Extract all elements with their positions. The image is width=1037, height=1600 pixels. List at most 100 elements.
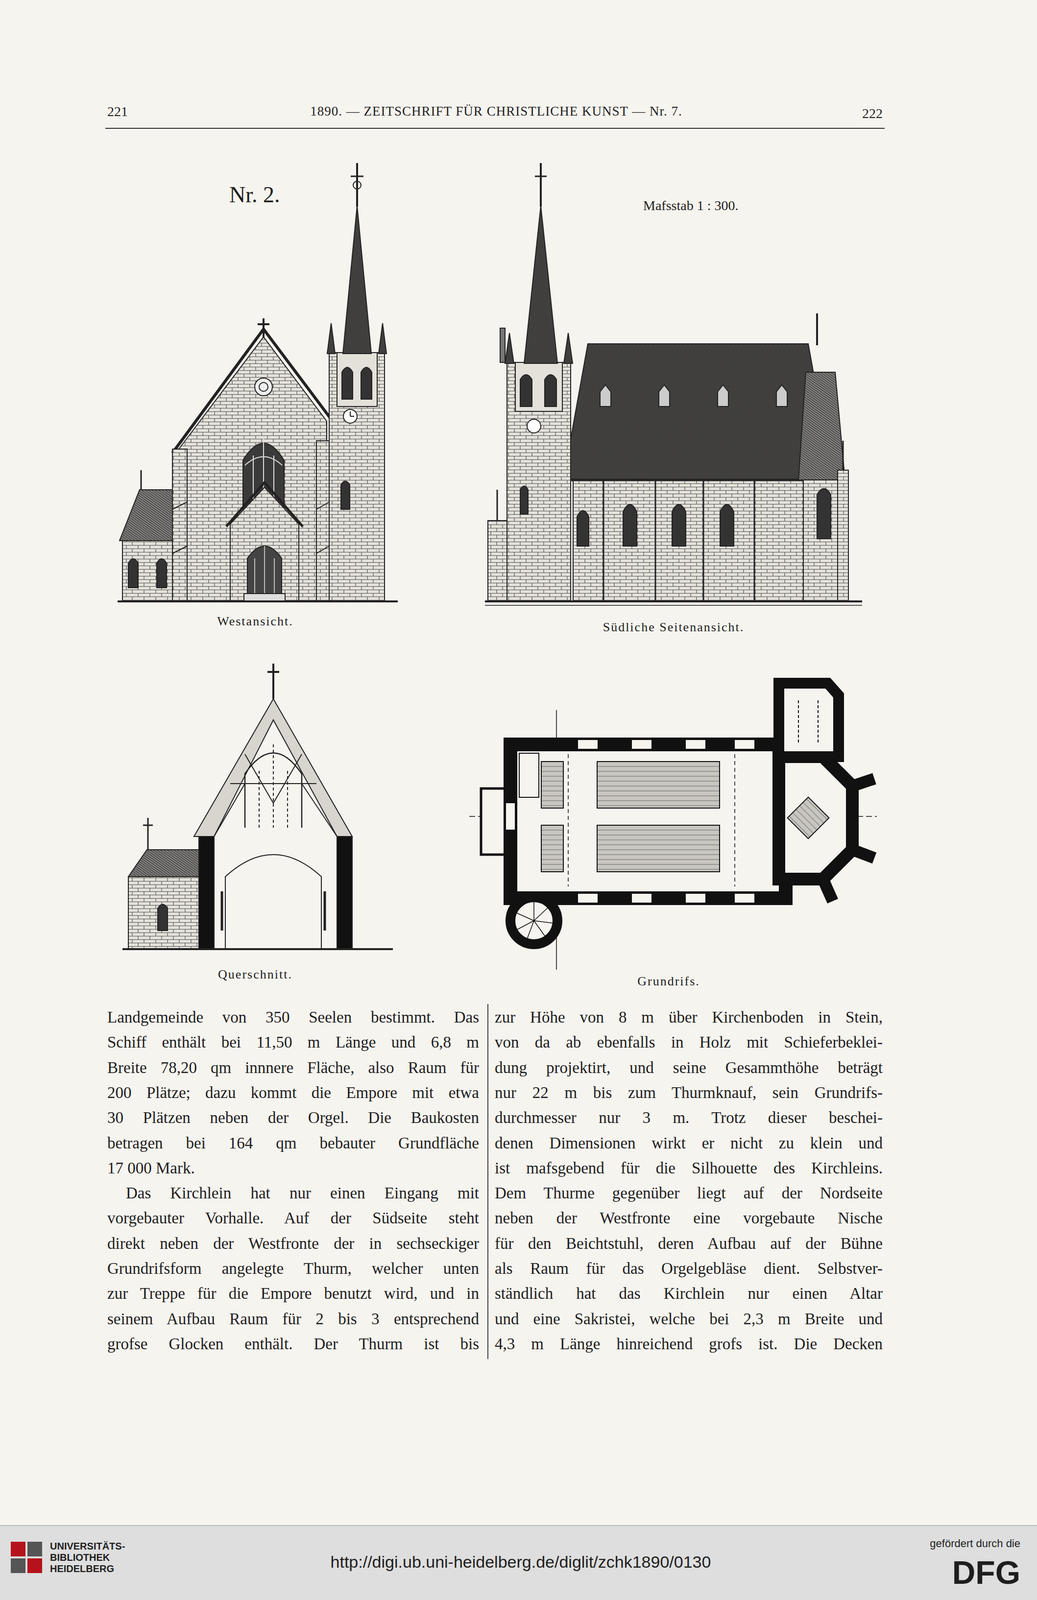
drawing-rect [573,480,809,602]
drawing-path [259,744,288,828]
body-text-line: Das Kirchlein hat nur einen Eingang mit [125,1183,480,1204]
drawing-path [600,385,788,407]
drawing-circle [527,419,541,434]
body-text-line: Breite 78,20 qm innnere Fläche, also Rau… [107,1058,480,1079]
drawing-rect [597,761,720,809]
funder-logo: DFG [952,1554,1021,1592]
drawing-polyline [172,329,332,454]
drawing-line [816,313,819,346]
drawing-polygon [524,205,558,364]
body-text-line: für den Beichtstuhl, deren Aufbau auf de… [494,1234,883,1255]
drawing-rect [10,1558,26,1574]
drawing-rect [541,761,564,809]
body-text-line: nur 22 m bis zum Thurmknauf, sein Grundr… [494,1083,883,1104]
cross-section [122,663,393,950]
drawing-rect [198,836,215,950]
drawing-path [254,546,275,596]
scale-note: Mafsstab 1 : 300. [643,197,739,214]
drawing-polygon [193,699,353,837]
page-number: 222 [862,105,883,122]
figure-caption: Westansicht. [217,614,294,629]
drawing-line [484,604,863,606]
drawing-polygon [798,372,845,481]
drawing-line [262,318,265,338]
body-text-line: 17 000 Mark. [107,1158,195,1179]
drawing-circle [254,378,273,396]
header-rule [105,128,885,129]
plate-number: Nr. 2. [229,182,281,209]
drawing-rect [27,1542,43,1557]
drawing-polygon [778,683,839,757]
drawing-rect [506,362,571,602]
drawing-rect [316,440,330,602]
drawing-rect [541,825,564,872]
body-text-line: zur Höhe von 8 m über Kirchenboden in St… [494,1008,883,1028]
drawing-line [539,163,542,207]
drawing-path [798,700,819,745]
drawing-path [603,480,755,602]
body-text-line: 200 Plätze; dazu kommt die Empore mit et… [107,1083,480,1104]
figure-caption: Südliche Seitenansicht. [602,620,745,635]
source-url: http://digi.ub.uni-heidelberg.de/diglit/… [330,1552,712,1572]
drawing-path [247,546,282,596]
body-text-line: betragen bei 164 qm bebauter Grundfläche [107,1133,480,1154]
drawing-rect [515,362,563,412]
drawing-line [356,163,359,207]
body-text-line: zur Treppe für die Empore benutzt wird, … [107,1284,480,1304]
drawing-rect [337,836,353,950]
drawing-polygon [563,333,573,364]
funding-note: gefördert durch die [929,1537,1021,1550]
drawing-line [147,818,149,850]
drawing-line [842,440,845,471]
library-name: UNIVERSITÄTS- [49,1541,125,1553]
figure-caption: Grundrifs. [637,974,700,989]
drawing-path [822,778,875,902]
drawing-rect [337,352,378,407]
footer-band [0,1525,1037,1600]
drawing-path [214,754,338,837]
drawing-polygon [378,323,387,354]
drawing-line [117,600,398,603]
body-text-line: von da ab ebenfalls in Holz mit Schiefer… [494,1033,883,1053]
drawing-line [267,671,280,674]
body-text-line: durchmesser nur 3 m. Trotz dieser besche… [494,1108,883,1129]
body-text-line: seinem Aufbau Raum für 2 bis 3 entsprech… [107,1309,480,1330]
drawing-path [520,374,557,407]
body-text-line: grofse Glocken enthält. Der Thurm ist bi… [107,1334,480,1355]
drawing-rect [597,825,720,872]
drawing-rect [487,520,507,602]
drawing-rect [500,328,506,363]
drawing-line [257,323,270,326]
page-number: 221 [107,103,128,120]
drawing-polygon [563,343,833,481]
body-text-line: und eine Sakristei, welche bei 2,3 m Bre… [494,1309,883,1330]
drawing-rect [172,449,188,602]
body-text-line: neben der Westfronte eine vorgebaute Nis… [494,1208,883,1229]
drawing-polygon [505,333,514,364]
drawing-polygon [128,849,199,877]
drawing-rect [329,352,385,602]
drawing-line [496,489,499,521]
body-text-line: Schiff enthält bei 11,50 m Länge und 6,8… [107,1033,480,1053]
drawing-rect [10,1542,26,1557]
drawing-path [350,411,355,417]
drawing-path [514,900,554,941]
body-text-line: als Raum für das Orgelgebläse dient. Sel… [494,1259,883,1279]
drawing-path [520,486,529,515]
body-text-line: Grundrifsform angelegte Thurm, welcher u… [107,1259,480,1279]
drawing-line [143,824,153,827]
drawing-path [568,754,735,887]
column-rule [487,1004,489,1360]
drawing-rect [519,753,539,798]
library-name: BIBLIOTHEK [49,1552,110,1564]
drawing-line [487,1004,489,1360]
floor-plan [469,683,877,970]
drawing-line [0,1525,1037,1527]
drawing-polygon [327,323,336,354]
drawing-line [122,948,393,951]
drawing-polyline [226,482,303,527]
drawing-path [340,481,350,510]
body-text-line: Landgemeinde von 350 Seelen bestimmt. Da… [107,1008,480,1028]
body-text-line: Dem Thurme gegenüber liegt auf der Nords… [494,1183,883,1204]
